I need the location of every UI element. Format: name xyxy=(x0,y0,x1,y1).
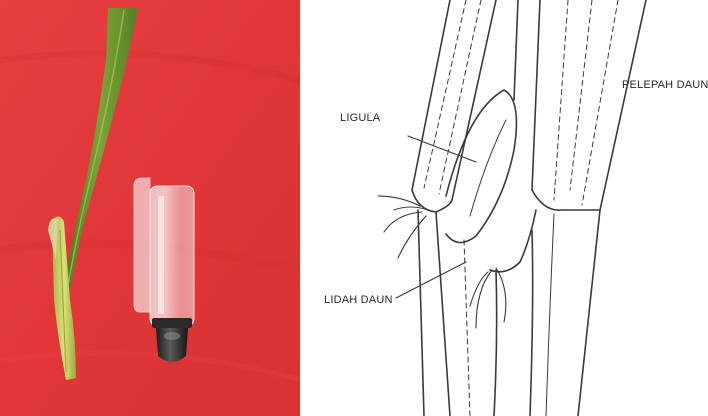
line-drawing-art xyxy=(300,0,708,416)
sheath-right-edge xyxy=(600,0,646,210)
specimen-photo xyxy=(0,0,300,416)
label-pelepah-daun: PELEPAH DAUN xyxy=(622,79,708,91)
stem-right-edge xyxy=(578,210,600,416)
label-ligula: LIGULA xyxy=(340,112,380,124)
blade-left-edge xyxy=(412,0,450,190)
label-lidah-daun: LIDAH DAUN xyxy=(324,294,393,306)
ligule-membrane xyxy=(446,90,516,243)
ligule-line-drawing: LIGULA LIDAH DAUN PELEPAH DAUN xyxy=(300,0,708,416)
stem-left-edge xyxy=(418,210,424,416)
specimen-photo-art xyxy=(0,0,300,416)
lidah-daun-leader-line xyxy=(396,262,466,298)
